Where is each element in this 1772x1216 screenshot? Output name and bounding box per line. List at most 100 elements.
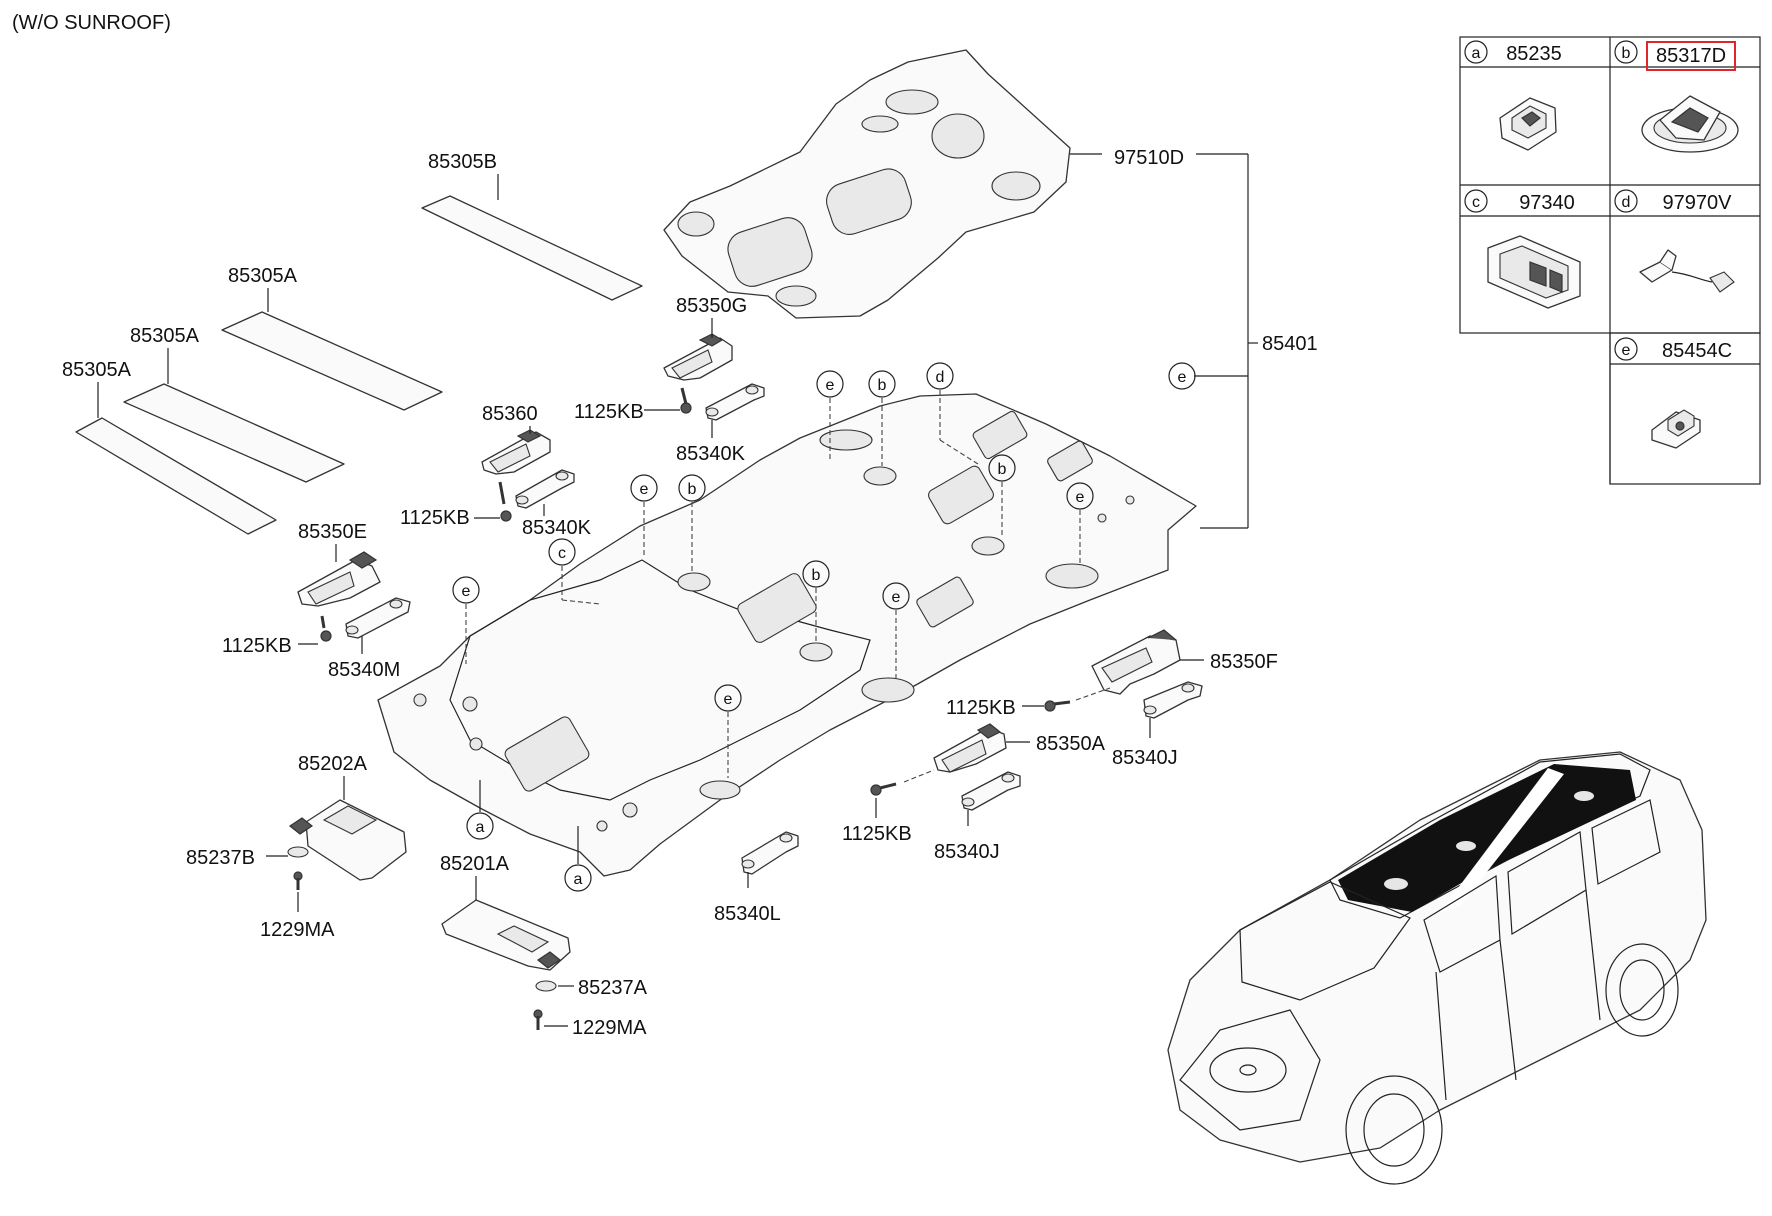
label-85340K-360: 85340K: [522, 517, 592, 539]
bracket-85350G: [663, 333, 733, 381]
callout-e-2: e: [1066, 482, 1094, 566]
legend-letter-d: d: [1622, 194, 1631, 211]
callout-b-4: b: [802, 560, 830, 642]
callout-e-3: e: [630, 474, 658, 558]
callout-e-4: e: [452, 576, 480, 664]
assist-grip-85340K-360: [515, 469, 575, 509]
callout-b-2: b: [988, 454, 1016, 536]
roof-strip-85305A-1: [221, 311, 443, 411]
label-85350E: 85350E: [298, 521, 367, 543]
label-85340J-f: 85340J: [1112, 747, 1178, 769]
label-1125KB-a: 1125KB: [842, 823, 912, 845]
leader-bracket-right: [1070, 153, 1258, 529]
label-97510D: 97510D: [1114, 147, 1184, 169]
label-85360: 85360: [482, 403, 538, 425]
svg-text:e: e: [462, 583, 471, 600]
assist-grip-85340K-g: [705, 383, 765, 421]
legend-letter-e: e: [1622, 342, 1631, 359]
callout-b-3: b: [678, 474, 706, 572]
label-1125KB-g: 1125KB: [574, 401, 644, 423]
label-85202A: 85202A: [298, 753, 368, 775]
callout-b-1: b: [868, 370, 896, 466]
dome-lamp-base-icon: [1499, 97, 1557, 151]
wiring-connector-icon: [1639, 249, 1735, 293]
svg-text:e: e: [640, 481, 649, 498]
label-85237B: 85237B: [186, 847, 255, 869]
svg-text:b: b: [878, 377, 887, 394]
callout-e-6: e: [714, 684, 742, 778]
parts-legend-table: a 85235 b 85317D c 97340: [1459, 36, 1761, 831]
legend-part-97970V: 97970V: [1663, 192, 1733, 214]
legend-letter-b: b: [1622, 45, 1631, 62]
sun-visor-85202A: [305, 799, 407, 881]
roof-strip-85305A-2: [123, 383, 345, 483]
legend-cell-a: a 85235: [1464, 40, 1562, 151]
headliner-clip-icon: [1651, 409, 1701, 449]
screw-1125KB-e: [320, 615, 332, 642]
label-85305B: 85305B: [428, 151, 497, 173]
speaker-grille-ring-icon: [1641, 95, 1739, 153]
legend-cell-c: c 97340: [1464, 189, 1581, 831]
legend-letter-a: a: [1472, 45, 1481, 62]
label-85350F: 85350F: [1210, 651, 1278, 673]
headliner-85401: [377, 393, 1197, 877]
callout-e-1: e: [816, 370, 844, 460]
svg-text:a: a: [574, 871, 583, 888]
screw-1125KB-g: [680, 387, 692, 414]
assist-grip-85340M: [345, 597, 411, 639]
legend-letter-c: c: [1472, 194, 1480, 211]
bracket-85350F: [1091, 629, 1181, 695]
roof-strip-85305B: [421, 195, 643, 301]
svg-text:e: e: [1178, 369, 1187, 386]
legend-cell-e: e 85454C: [1614, 337, 1732, 449]
label-85350G: 85350G: [676, 295, 747, 317]
callout-e-5: e: [882, 582, 910, 678]
assist-grip-85340J-f: [1143, 681, 1203, 719]
callout-d-1: d: [926, 362, 979, 465]
label-85340M: 85340M: [328, 659, 400, 681]
svg-text:b: b: [688, 481, 697, 498]
visor-clip-85237A: [535, 951, 562, 992]
legend-part-85317D: 85317D: [1656, 45, 1726, 67]
label-1229MA-right: 1229MA: [572, 1017, 647, 1039]
svg-text:b: b: [998, 461, 1007, 478]
label-85305A-3: 85305A: [62, 359, 132, 381]
label-1125KB-360: 1125KB: [400, 507, 470, 529]
svg-text:a: a: [476, 819, 485, 836]
label-85305A-1: 85305A: [228, 265, 298, 287]
page-title: (W/O SUNROOF): [12, 12, 171, 34]
svg-text:e: e: [724, 691, 733, 708]
screw-1125KB-a: [870, 782, 897, 796]
bracket-85350E: [297, 551, 381, 607]
svg-text:c: c: [558, 545, 566, 562]
screw-1125KB-360: [498, 481, 512, 522]
label-1125KB-e: 1125KB: [222, 635, 292, 657]
roof-insulator-pad-97510D: [663, 49, 1071, 319]
label-1229MA-left: 1229MA: [260, 919, 335, 941]
overhead-console-lamp-icon: [1487, 235, 1581, 831]
svg-text:e: e: [1076, 489, 1085, 506]
assist-grip-85340J-a: [961, 771, 1021, 811]
label-85201A: 85201A: [440, 853, 510, 875]
legend-cell-b: b 85317D: [1614, 40, 1739, 153]
roof-strip-85305A-3: [75, 417, 277, 535]
legend-part-85454C: 85454C: [1662, 340, 1732, 362]
screw-1125KB-f: [1044, 700, 1071, 712]
svg-text:e: e: [826, 377, 835, 394]
screw-1229MA-left: [293, 871, 303, 890]
label-85350A: 85350A: [1036, 733, 1106, 755]
callout-c-1: c: [548, 538, 601, 605]
label-85305A-2: 85305A: [130, 325, 200, 347]
callout-e-right: e: [1168, 362, 1196, 390]
label-85340J-a: 85340J: [934, 841, 1000, 863]
sun-visor-85201A: [441, 899, 571, 971]
assist-grip-85340L: [741, 831, 799, 875]
svg-text:e: e: [892, 589, 901, 606]
visor-clip-85237B: [287, 817, 314, 858]
svg-text:b: b: [812, 567, 821, 584]
legend-part-97340: 97340: [1519, 192, 1575, 214]
callout-a-1: a: [466, 780, 494, 840]
label-85237A: 85237A: [578, 977, 648, 999]
